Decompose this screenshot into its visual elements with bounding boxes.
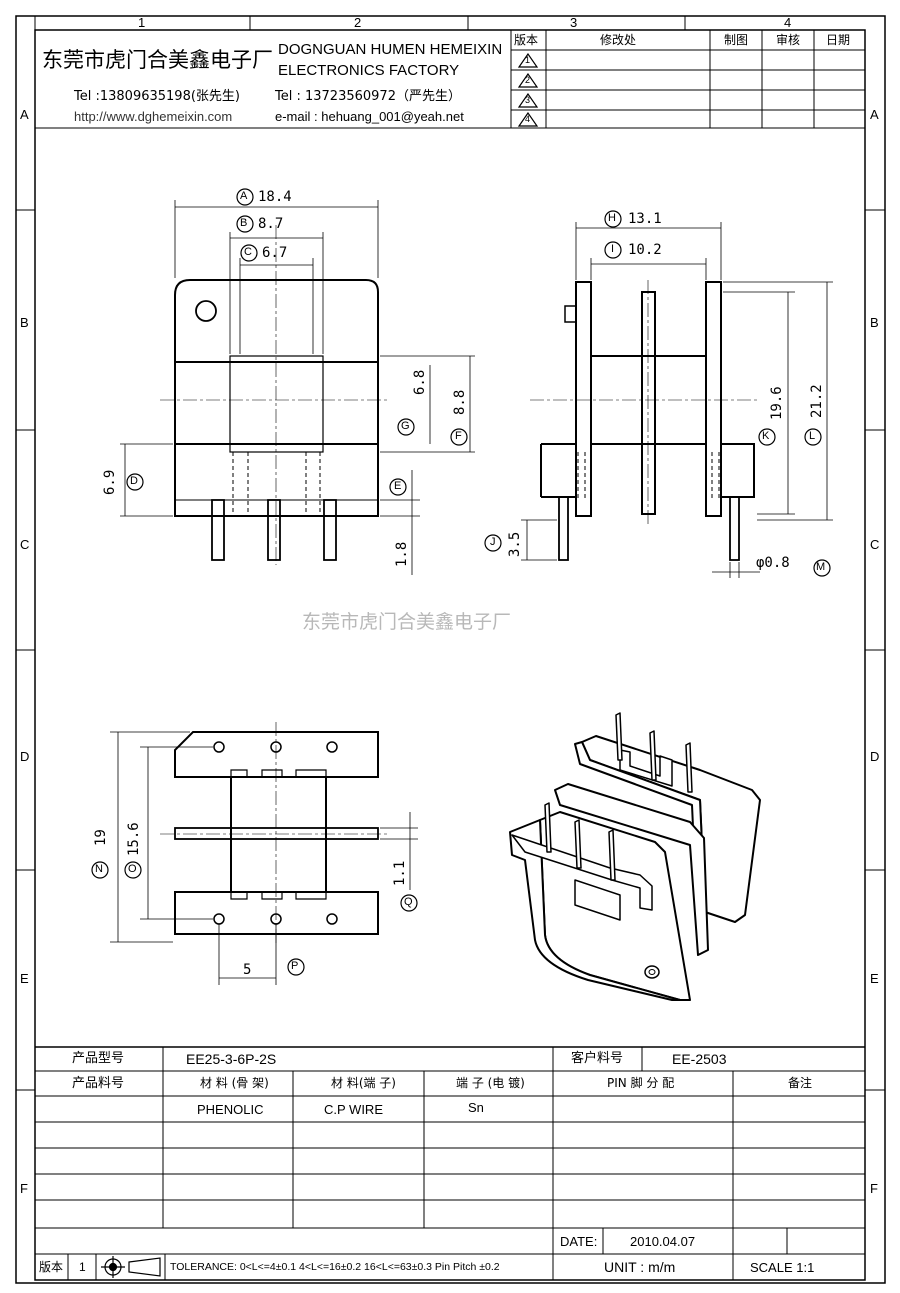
dim-letter-e: E (394, 480, 402, 492)
company-name-cn: 东莞市虎门合美鑫电子厂 (42, 48, 273, 72)
dim-letter-a: A (240, 190, 248, 202)
dim-value-l: 21.2 (809, 384, 825, 418)
column-label-3: 3 (570, 15, 578, 30)
bottom-view (174, 731, 379, 935)
dim-value-o: 15.6 (126, 822, 142, 856)
company-name-en-1: DOGNGUAN HUMEN HEMEIXIN (278, 41, 503, 58)
customer-part-value: EE-2503 (672, 1051, 727, 1067)
product-model-label: 产品型号 (72, 1051, 125, 1066)
isometric-view (509, 712, 761, 1001)
rev-header-date: 日期 (826, 33, 851, 47)
scale-text: SCALE 1:1 (750, 1260, 815, 1275)
dim-letter-h: H (608, 212, 616, 224)
material-terminal-label: 材 料(端 子) (331, 1076, 396, 1090)
dim-value-m: φ0.8 (756, 555, 790, 571)
dim-letter-j: J (490, 536, 496, 548)
dim-value-k: 19.6 (769, 386, 785, 420)
rev-mark-2: 2 (525, 75, 531, 85)
column-label-4: 4 (784, 15, 792, 30)
row-label-c-right: C (870, 537, 880, 552)
dim-value-n: 19 (93, 829, 109, 846)
product-part-label: 产品料号 (72, 1076, 125, 1091)
dim-value-i: 10.2 (628, 242, 662, 258)
row-label-a-right: A (870, 107, 879, 122)
dim-letter-o: O (128, 863, 137, 875)
row-label-b: B (20, 315, 29, 330)
dim-value-c: 6.7 (262, 245, 288, 261)
row-label-e-right: E (870, 971, 879, 986)
dim-letter-m: M (816, 561, 826, 573)
dimension-label-circles (91, 188, 831, 976)
dim-value-f: 8.8 (452, 389, 468, 415)
tolerance-text: TOLERANCE: 0<L<=4±0.1 4<L<=16±0.2 16<L<=… (170, 1261, 500, 1273)
date-value: 2010.04.07 (630, 1234, 696, 1249)
row-label-e: E (20, 971, 29, 986)
revision-triangle-icons (517, 52, 539, 127)
dim-letter-d: D (130, 475, 138, 487)
material-terminal-value: C.P WIRE (324, 1102, 383, 1117)
product-model-value: EE25-3-6P-2S (186, 1051, 277, 1067)
unit-text: UNIT : m/m (604, 1259, 676, 1275)
dim-value-b: 8.7 (258, 216, 284, 232)
dim-value-j: 3.5 (507, 531, 523, 557)
version-label: 版本 (39, 1260, 64, 1274)
column-label-2: 2 (354, 15, 362, 30)
telephone-2: Tel : 13723560972（严先生） (275, 89, 461, 104)
row-label-f-right: F (870, 1181, 878, 1196)
rev-header-drawn: 制图 (724, 33, 749, 47)
remark-label: 备注 (788, 1076, 813, 1090)
row-label-b-right: B (870, 315, 879, 330)
terminal-plating-label: 端 子 (电 镀) (456, 1076, 525, 1090)
dim-value-g: 6.8 (412, 369, 428, 395)
website-link[interactable]: http://www.dghemeixin.com (74, 109, 233, 124)
terminal-plating-value: Sn (468, 1100, 484, 1115)
email-link[interactable]: e-mail : hehuang_001@yeah.net (275, 109, 464, 124)
side-view (540, 281, 755, 561)
date-label: DATE: (560, 1234, 598, 1249)
dim-value-q: 1.1 (392, 860, 408, 886)
dim-value-d: 6.9 (102, 469, 118, 495)
version-value: 1 (79, 1260, 86, 1274)
rev-header-change: 修改处 (600, 33, 637, 47)
pin-assignment-label: PIN 脚 分 配 (607, 1076, 675, 1090)
dim-value-h: 13.1 (628, 211, 662, 227)
dim-letter-b: B (240, 217, 248, 229)
row-label-a: A (20, 107, 29, 122)
dim-value-p: 5 (243, 962, 252, 978)
watermark-text: 东莞市虎门合美鑫电子厂 (302, 611, 512, 633)
customer-part-label: 客户料号 (571, 1051, 624, 1066)
company-name-en-2: ELECTRONICS FACTORY (278, 62, 460, 79)
rev-mark-3: 3 (525, 95, 531, 105)
row-label-f: F (20, 1181, 28, 1196)
column-label-1: 1 (138, 15, 146, 30)
dim-letter-p: P (291, 960, 299, 972)
row-label-d-right: D (870, 749, 880, 764)
dim-value-e: 1.8 (394, 541, 410, 567)
dim-letter-q: Q (404, 896, 413, 908)
material-bobbin-label: 材 料 (骨 架) (200, 1076, 269, 1090)
rev-header-checked: 审核 (776, 33, 801, 47)
telephone-1: Tel :13809635198(张先生) (74, 89, 240, 104)
dim-letter-f: F (455, 430, 462, 442)
projection-symbol-icon (101, 1256, 161, 1278)
dim-letter-g: G (401, 420, 410, 432)
row-label-d: D (20, 749, 30, 764)
front-view (174, 279, 379, 561)
dim-letter-n: N (95, 863, 103, 875)
row-label-c: C (20, 537, 30, 552)
rev-mark-4: 4 (525, 114, 531, 124)
dim-letter-k: K (762, 430, 770, 442)
dim-letter-l: L (809, 430, 816, 442)
material-bobbin-value: PHENOLIC (197, 1102, 264, 1117)
dim-value-a: 18.4 (258, 189, 292, 205)
dim-letter-i: I (611, 243, 615, 255)
dim-letter-c: C (244, 246, 252, 258)
rev-mark-1: 1 (525, 55, 531, 65)
rev-header-version: 版本 (514, 33, 539, 47)
